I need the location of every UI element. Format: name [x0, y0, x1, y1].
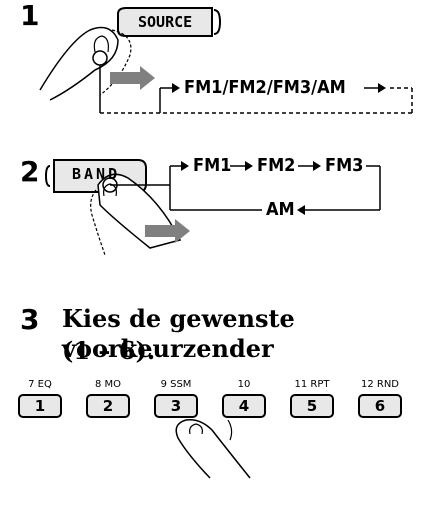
finger-icon: [176, 420, 250, 478]
